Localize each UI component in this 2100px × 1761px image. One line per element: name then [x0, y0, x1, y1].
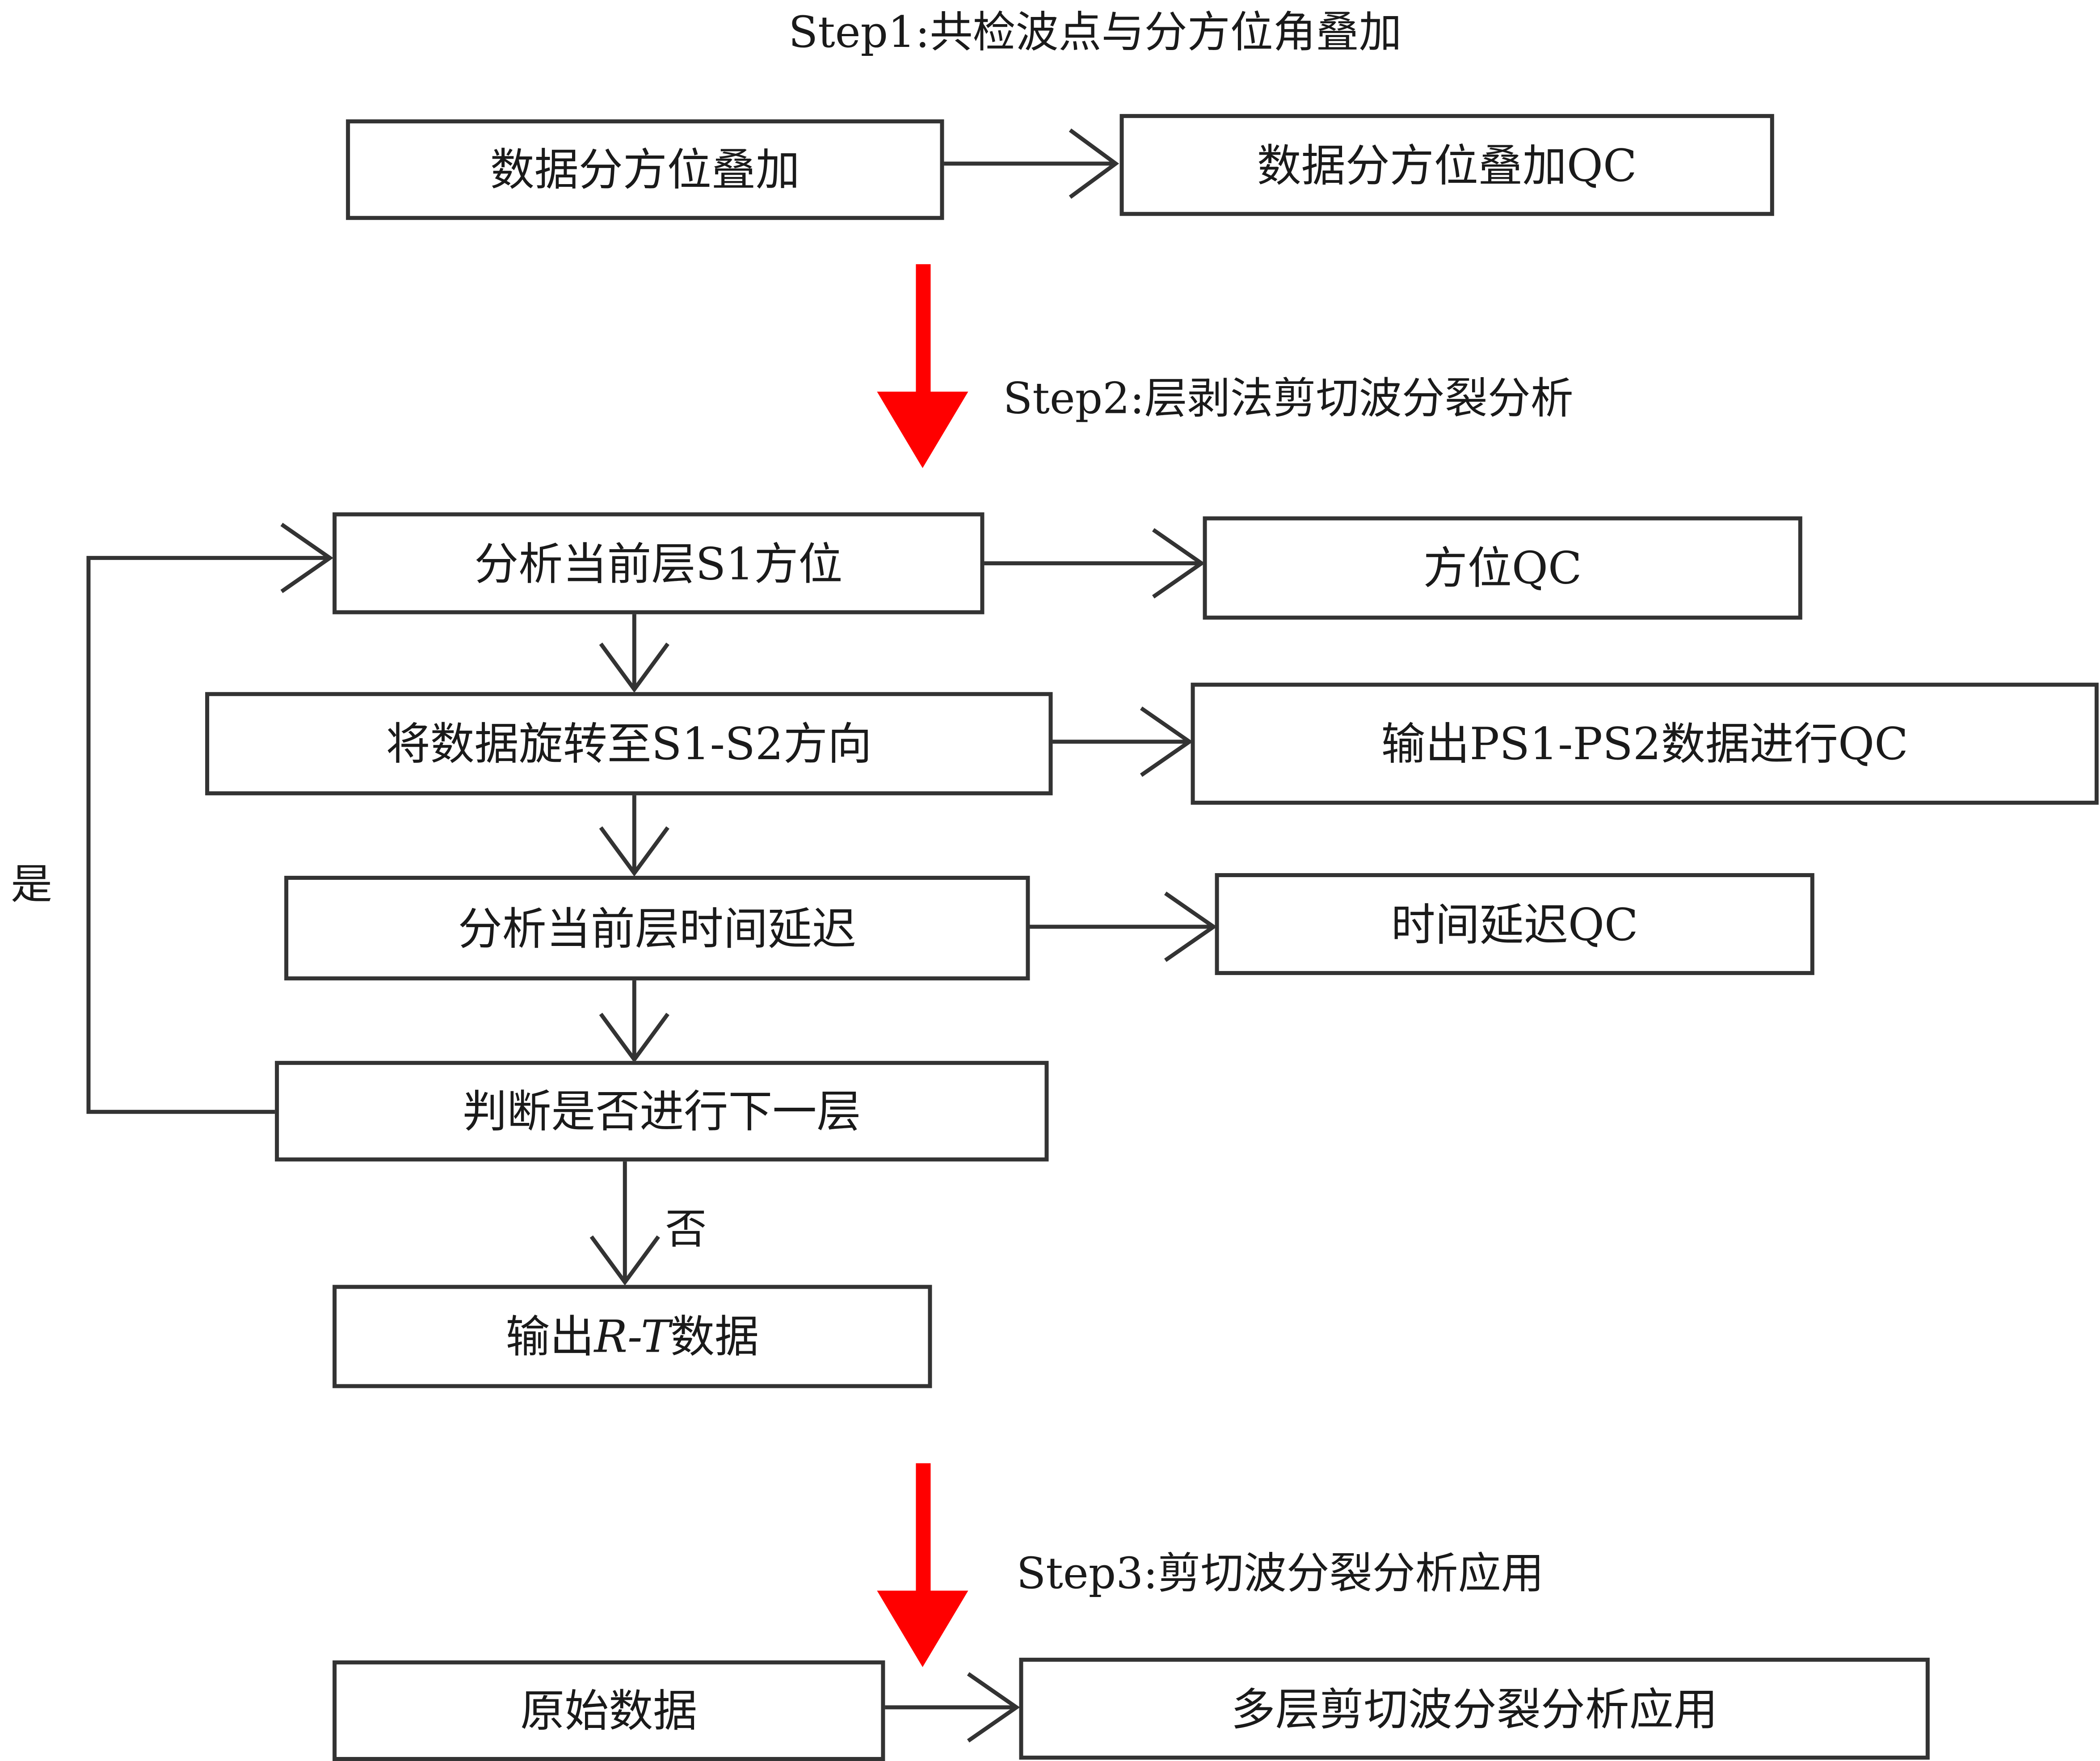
box-multilayer-application-label: 多层剪切波分裂分析应用: [1231, 1682, 1718, 1735]
box-azimuth-qc-label: 方位QC: [1423, 542, 1582, 594]
arrow-delay-down: [599, 978, 669, 1063]
box-rotate-data: 将数据旋转至S1-S2方向: [205, 692, 1053, 795]
box-time-delay-qc: 时间延迟QC: [1215, 873, 1814, 975]
arrow-delay-to-delay-qc: [1028, 891, 1217, 962]
decision-yes-label: 是: [11, 861, 53, 910]
arrow-s1-to-azimuth-qc: [983, 528, 1205, 599]
box-azimuth-stack-label: 数据分方位叠加: [490, 143, 800, 196]
arrow-rotate-down: [599, 792, 669, 877]
box-output-ps-qc-label: 输出PS1-PS2数据进行QC: [1381, 717, 1908, 770]
step2-title: Step2:层剥法剪切波分裂分析: [1003, 373, 1574, 424]
arrow-raw-to-application: [884, 1672, 1020, 1743]
arrow-s1-down: [599, 611, 669, 693]
box-output-ps-qc: 输出PS1-PS2数据进行QC: [1191, 682, 2099, 805]
box-analyze-s1-azimuth: 分析当前层S1方位: [332, 512, 985, 614]
box-raw-data-label: 原始数据: [520, 1684, 698, 1737]
output-rt-italic: R-T: [594, 1310, 671, 1363]
step1-title: Step1:共检波点与分方位角叠加: [788, 7, 1402, 58]
decision-no-label: 否: [665, 1206, 707, 1254]
box-analyze-time-delay-label: 分析当前层时间延迟: [458, 902, 856, 954]
step3-title: Step3:剪切波分裂分析应用: [1016, 1547, 1544, 1599]
box-azimuth-qc: 方位QC: [1203, 516, 1802, 620]
box-rotate-data-label: 将数据旋转至S1-S2方向: [386, 717, 872, 770]
step3-red-arrow: [877, 1463, 968, 1667]
box-output-rt: 输出R-T数据: [332, 1285, 932, 1388]
box-analyze-time-delay: 分析当前层时间延迟: [284, 875, 1030, 981]
step2-red-arrow: [877, 264, 968, 468]
arrow-stack-to-qc: [943, 128, 1119, 199]
box-next-layer-decision: 判断是否进行下一层: [275, 1061, 1049, 1162]
box-azimuth-stack-qc-label: 数据分方位叠加QC: [1257, 139, 1637, 191]
box-multilayer-application: 多层剪切波分裂分析应用: [1019, 1657, 1930, 1760]
box-azimuth-stack: 数据分方位叠加: [346, 119, 944, 220]
arrow-rotate-to-ps-qc: [1051, 706, 1193, 777]
output-rt-suffix: 数据: [670, 1310, 759, 1363]
box-raw-data: 原始数据: [332, 1660, 885, 1761]
box-time-delay-qc-label: 时间延迟QC: [1391, 898, 1638, 950]
feedback-loop-arrow: [86, 522, 334, 1114]
box-output-rt-label: 输出R-T数据: [505, 1314, 759, 1358]
arrow-decision-no: [589, 1159, 660, 1286]
output-rt-prefix: 输出: [505, 1310, 594, 1363]
box-analyze-s1-azimuth-label: 分析当前层S1方位: [474, 537, 843, 590]
box-azimuth-stack-qc: 数据分方位叠加QC: [1119, 114, 1774, 216]
box-next-layer-decision-label: 判断是否进行下一层: [463, 1085, 861, 1138]
